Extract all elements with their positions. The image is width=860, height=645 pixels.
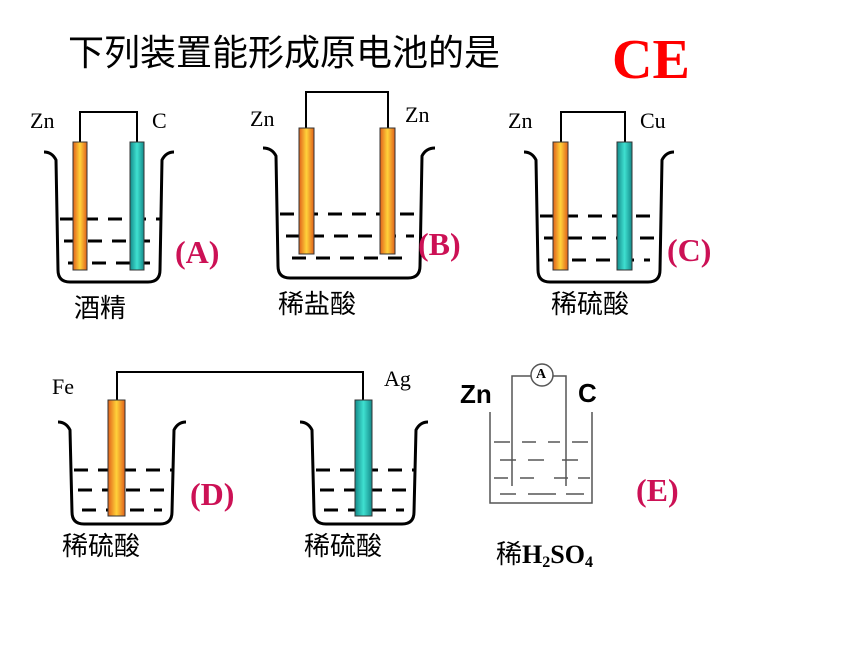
wire-e — [511, 375, 567, 408]
iron-electrode-d — [107, 399, 126, 517]
beaker-c — [523, 150, 675, 284]
solution-label-e: 稀H2SO4 — [496, 542, 593, 571]
wire-d — [116, 371, 364, 400]
beaker-a — [43, 150, 175, 284]
carbon-electrode-a — [129, 141, 145, 271]
electrode-label-a-right: C — [152, 108, 167, 133]
ammeter-icon — [530, 363, 554, 387]
answer-label: CE — [612, 29, 690, 91]
solution-prefix-e: 稀 — [496, 540, 523, 570]
beaker-d-left — [57, 420, 187, 526]
question-title: 下列装置能形成原电池的是 — [68, 33, 501, 74]
liquid-level-e — [494, 441, 590, 495]
wire-c — [560, 111, 626, 142]
formula-o-subscript: 4 — [584, 554, 593, 571]
zinc-electrode-b-left — [298, 127, 315, 255]
formula-so: SO — [550, 540, 585, 569]
zinc-electrode-b-right — [379, 127, 396, 255]
liquid-level-c — [540, 214, 662, 262]
option-label-e: (E) — [636, 472, 679, 508]
ammeter-label: A — [536, 367, 547, 382]
electrode-label-b-right: Zn — [405, 102, 430, 127]
electrode-label-e-left: Zn — [460, 379, 492, 409]
solution-label-d-right: 稀硫酸 — [304, 532, 383, 562]
option-label-d: (D) — [190, 476, 235, 512]
silver-electrode-d — [354, 399, 373, 517]
solution-label-b: 稀盐酸 — [278, 290, 357, 320]
electrode-label-b-left: Zn — [250, 106, 275, 131]
formula-h-subscript: 2 — [542, 554, 551, 571]
zinc-electrode-c — [552, 141, 569, 271]
beaker-d-right — [299, 420, 429, 526]
setup-a — [43, 111, 175, 284]
wire-a — [79, 111, 138, 142]
setup-c — [523, 111, 675, 284]
solution-label-a: 酒精 — [74, 294, 127, 324]
wire-b — [305, 91, 389, 128]
option-label-a: (A) — [175, 234, 220, 270]
electrode-label-e-right: C — [578, 378, 597, 408]
option-label-b: (B) — [418, 226, 461, 262]
option-label-c: (C) — [667, 232, 712, 268]
solution-label-d-left: 稀硫酸 — [62, 532, 141, 562]
zinc-electrode-a — [72, 141, 88, 271]
setup-d — [57, 371, 429, 526]
formula-h: H — [522, 540, 543, 569]
beaker-e — [489, 412, 593, 504]
electrode-label-a-left: Zn — [30, 108, 55, 133]
beaker-b — [262, 146, 436, 280]
solution-label-c: 稀硫酸 — [551, 290, 630, 320]
electrode-label-d-left: Fe — [52, 374, 74, 399]
electrode-label-d-right: Ag — [384, 366, 411, 391]
electrode-label-c-right: Cu — [640, 108, 666, 133]
setup-e — [489, 363, 593, 504]
setup-b — [262, 91, 436, 280]
electrode-label-c-left: Zn — [508, 108, 533, 133]
copper-electrode-c — [616, 141, 633, 271]
